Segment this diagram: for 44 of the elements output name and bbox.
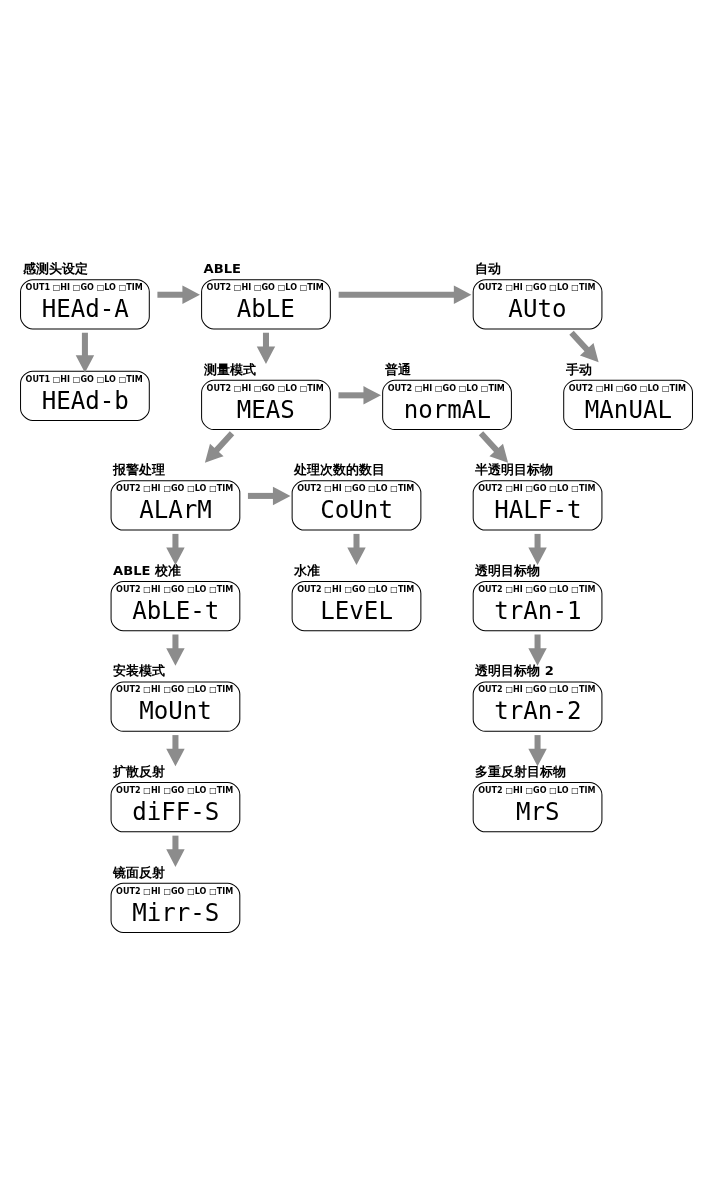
arrow bbox=[204, 430, 235, 463]
node-box: OUT2 □HI □GO □LO □TIM HALF-t bbox=[472, 479, 603, 531]
node-label: ABLE 校准 bbox=[113, 562, 181, 578]
node-label: 透明目标物 bbox=[475, 562, 541, 578]
node-box: OUT2 □HI □GO □LO □TIM LEvEL bbox=[291, 580, 422, 631]
node-box: OUT2 □HI □GO □LO □TIM AbLE-t bbox=[110, 580, 241, 631]
node-label: ABLE bbox=[203, 260, 241, 276]
node-label: 普通 bbox=[384, 361, 411, 377]
node-label: 多重反射目标物 bbox=[475, 763, 567, 779]
arrow bbox=[338, 285, 472, 304]
node-box: OUT1 □HI □GO □LO □TIM HEAd-A bbox=[20, 278, 150, 329]
node-label: 手动 bbox=[565, 361, 592, 377]
node-box: OUT2 □HI □GO □LO □TIM Mirr-S bbox=[110, 882, 241, 933]
node-label: 水准 bbox=[294, 562, 321, 578]
node-label: 处理次数的数目 bbox=[294, 461, 386, 477]
node-label: 感测头设定 bbox=[22, 260, 88, 276]
node-box: OUT2 □HI □GO □LO □TIM ALArM bbox=[110, 479, 241, 531]
node-label: 镜面反射 bbox=[113, 864, 166, 880]
node-label: 安装模式 bbox=[113, 662, 166, 678]
arrow bbox=[347, 533, 366, 565]
node-label: 半透明目标物 bbox=[475, 461, 554, 477]
node-box: OUT2 □HI □GO □LO □TIM MAnUAL bbox=[563, 379, 693, 430]
node-box: OUT2 □HI □GO □LO □TIM trAn-2 bbox=[472, 681, 603, 732]
node-label: 测量模式 bbox=[203, 361, 256, 377]
arrow bbox=[247, 486, 291, 505]
node-label: 透明目标物 2 bbox=[475, 662, 554, 678]
node-box: OUT2 □HI □GO □LO □TIM CoUnt bbox=[291, 479, 422, 531]
node-label: 自动 bbox=[475, 260, 502, 276]
node-box: OUT2 □HI □GO □LO □TIM MoUnt bbox=[110, 681, 241, 732]
node-box: OUT2 □HI □GO □LO □TIM diFF-S bbox=[110, 781, 241, 832]
arrow bbox=[75, 332, 95, 373]
node-box: OUT1 □HI □GO □LO □TIM HEAd-b bbox=[20, 370, 150, 421]
node-label: 报警处理 bbox=[113, 461, 166, 477]
arrow bbox=[338, 385, 381, 405]
node-box: OUT2 □HI □GO □LO □TIM normAL bbox=[382, 379, 512, 430]
node-box: OUT2 □HI □GO □LO □TIM MrS bbox=[472, 781, 603, 832]
node-box: OUT2 □HI □GO □LO □TIM AUto bbox=[472, 278, 603, 329]
node-label: 扩散反射 bbox=[113, 763, 166, 779]
arrow bbox=[569, 330, 599, 362]
node-box: OUT2 □HI □GO □LO □TIM trAn-1 bbox=[472, 580, 603, 631]
arrow bbox=[478, 430, 509, 463]
node-box: OUT2 □HI □GO □LO □TIM MEAS bbox=[201, 379, 331, 430]
node-box: OUT2 □HI □GO □LO □TIM AbLE bbox=[201, 278, 331, 329]
arrow bbox=[157, 285, 200, 304]
